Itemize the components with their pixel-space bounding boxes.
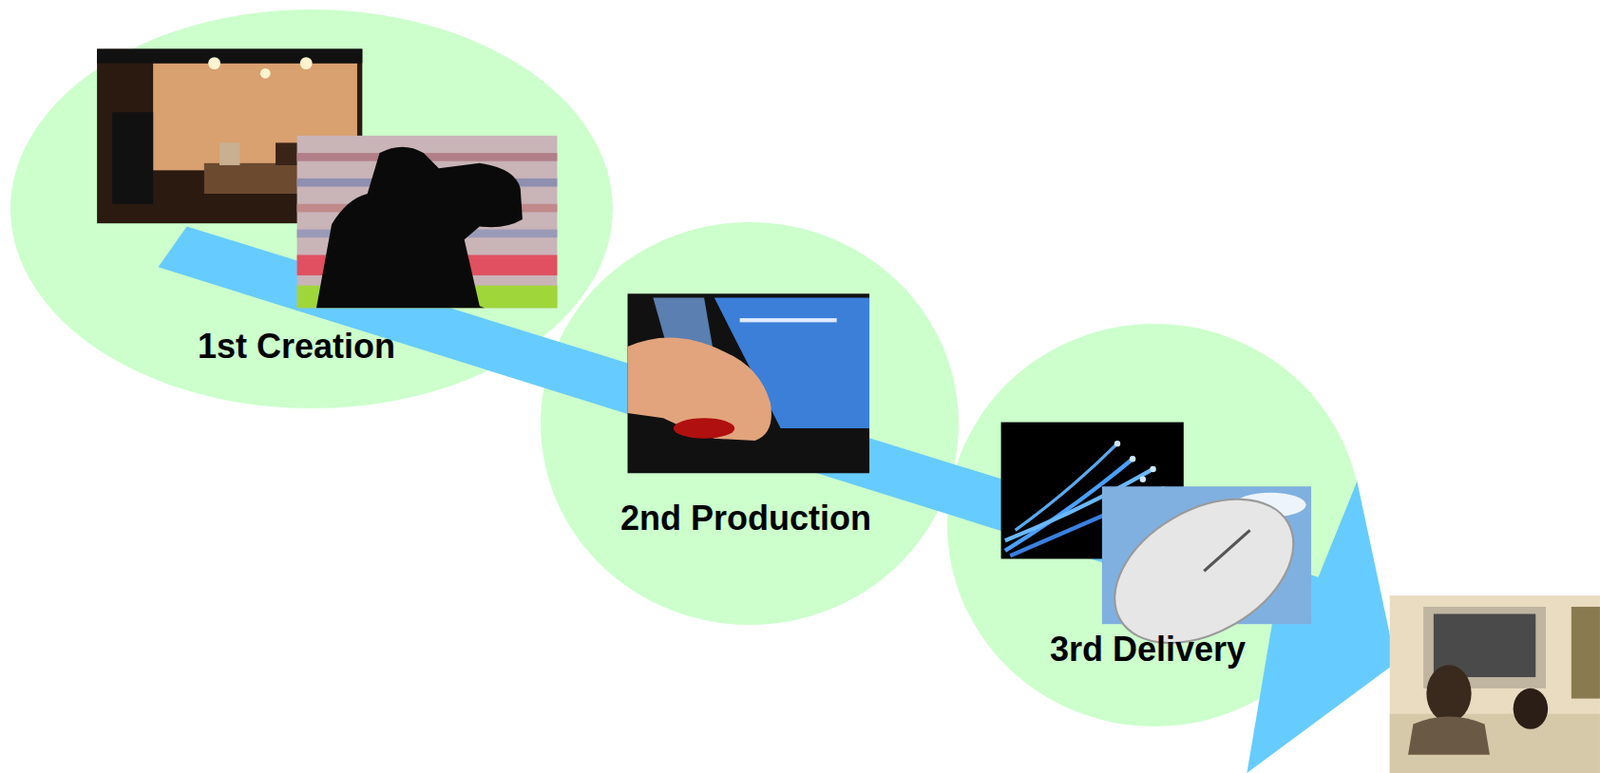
crowd	[297, 135, 558, 308]
hand	[628, 338, 772, 441]
ellipse-fill	[947, 323, 1362, 727]
stage-label: 2nd Production	[620, 498, 872, 538]
screen-line	[740, 318, 838, 323]
studio-light	[300, 57, 313, 70]
viewer-body	[1408, 716, 1490, 755]
fiber-tip	[1140, 476, 1146, 483]
viewer-head	[1426, 665, 1471, 723]
stage-label: 1st Creation	[197, 326, 396, 366]
living-room	[1390, 595, 1600, 773]
viewer-head	[1513, 688, 1549, 730]
shelf	[1571, 607, 1600, 700]
fiber-tip	[1129, 456, 1136, 462]
studio-light	[208, 57, 221, 70]
fiber-tip	[1149, 466, 1156, 473]
studio-camera	[112, 112, 153, 205]
photo-ground	[628, 293, 871, 474]
studio-ceiling	[96, 49, 362, 64]
ellipse-fill	[540, 222, 959, 626]
camera-photo	[297, 135, 558, 308]
studio-light	[260, 68, 271, 79]
fiber-tip	[1114, 440, 1121, 447]
stage-label: 3rd Delivery	[1049, 629, 1246, 669]
studio-chair	[219, 142, 240, 166]
camera-operator	[316, 147, 523, 309]
dish-feed	[1203, 530, 1250, 572]
mouse	[673, 418, 735, 439]
editing-photo	[628, 293, 871, 474]
viewers-photo	[1390, 595, 1600, 773]
ellipse-fill	[10, 9, 613, 409]
flow-arrow	[158, 226, 1397, 773]
sofa	[1390, 714, 1600, 773]
